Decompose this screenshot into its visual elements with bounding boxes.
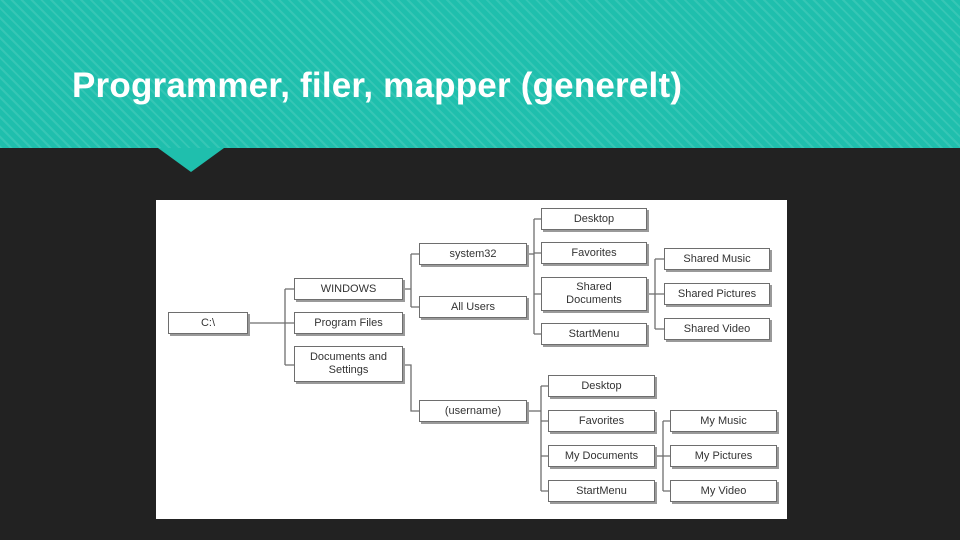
- node-all-users-desktop: Desktop: [541, 208, 647, 230]
- node-documents-and-settings: Documents and Settings: [294, 346, 403, 382]
- node-user-favorites: Favorites: [548, 410, 655, 432]
- header-pointer: [158, 148, 224, 172]
- node-program-files: Program Files: [294, 312, 403, 334]
- connector-shared-branches: [655, 258, 664, 330]
- slide-title: Programmer, filer, mapper (generelt): [72, 66, 683, 105]
- node-my-documents: My Documents: [548, 445, 655, 467]
- node-username: (username): [419, 400, 527, 422]
- node-shared-pictures: Shared Pictures: [664, 283, 770, 305]
- node-all-users: All Users: [419, 296, 527, 318]
- node-shared-documents: Shared Documents: [541, 277, 647, 311]
- connector-username-branches: [541, 385, 548, 492]
- node-user-startmenu: StartMenu: [548, 480, 655, 502]
- connector-windows-branches: [411, 253, 419, 308]
- node-all-users-favorites: Favorites: [541, 242, 647, 264]
- node-my-music: My Music: [670, 410, 777, 432]
- node-system32: system32: [419, 243, 527, 265]
- connector-level1-branches: [285, 288, 294, 366]
- folder-tree-diagram: C:\ WINDOWS Program Files Documents and …: [156, 200, 787, 519]
- connector-docs-settings: [403, 364, 419, 412]
- node-root-drive: C:\: [168, 312, 248, 334]
- node-shared-video: Shared Video: [664, 318, 770, 340]
- connector-lines: [248, 218, 670, 492]
- slide-header: [0, 0, 960, 148]
- connector-allusers-branches: [534, 218, 541, 335]
- node-user-desktop: Desktop: [548, 375, 655, 397]
- node-my-video: My Video: [670, 480, 777, 502]
- node-windows: WINDOWS: [294, 278, 403, 300]
- connector-my-branches: [663, 420, 670, 492]
- node-my-pictures: My Pictures: [670, 445, 777, 467]
- node-shared-music: Shared Music: [664, 248, 770, 270]
- node-all-users-startmenu: StartMenu: [541, 323, 647, 345]
